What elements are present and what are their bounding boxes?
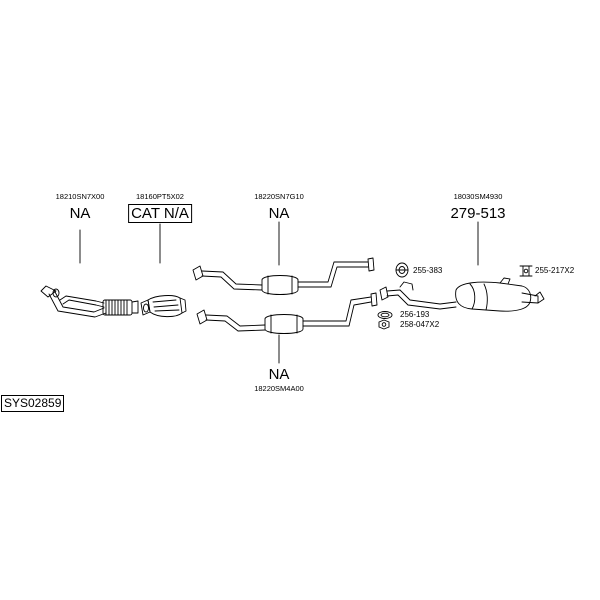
center-pipe-upper-status: NA bbox=[268, 205, 290, 222]
gasket-drawing bbox=[377, 311, 393, 319]
mount-rubber-label: 255-383 bbox=[413, 266, 443, 275]
front-pipe-part-code: 18210SN7X00 bbox=[55, 192, 105, 201]
rear-mount-label: 255-217X2 bbox=[535, 266, 575, 275]
center-pipe-lower-drawing bbox=[196, 292, 378, 334]
rear-silencer-status: 279-513 bbox=[450, 205, 506, 222]
rear-silencer-part-code: 18030SM4930 bbox=[453, 192, 503, 201]
center-pipe-lower-part-code: 18220SM4A00 bbox=[254, 384, 304, 393]
rear-silencer-drawing bbox=[379, 277, 545, 312]
rear-mount-drawing bbox=[519, 265, 533, 277]
system-id-label: SYS02859 bbox=[1, 395, 65, 413]
mount-rubber-drawing bbox=[395, 262, 409, 278]
center-pipe-upper-part-code: 18220SN7G10 bbox=[254, 192, 304, 201]
front-pipe-drawing bbox=[40, 285, 139, 318]
gasket-label: 256-193 bbox=[400, 310, 430, 319]
catalyst-part-code: 18160PT5X02 bbox=[136, 192, 184, 201]
center-pipe-lower-status: NA bbox=[268, 366, 290, 383]
catalyst-status: CAT N/A bbox=[128, 204, 192, 223]
catalyst-drawing bbox=[140, 295, 187, 318]
front-pipe-status: NA bbox=[69, 205, 91, 222]
nut-label: 258-047X2 bbox=[400, 320, 440, 329]
center-pipe-upper-drawing bbox=[192, 257, 375, 295]
nut-drawing bbox=[378, 319, 390, 330]
